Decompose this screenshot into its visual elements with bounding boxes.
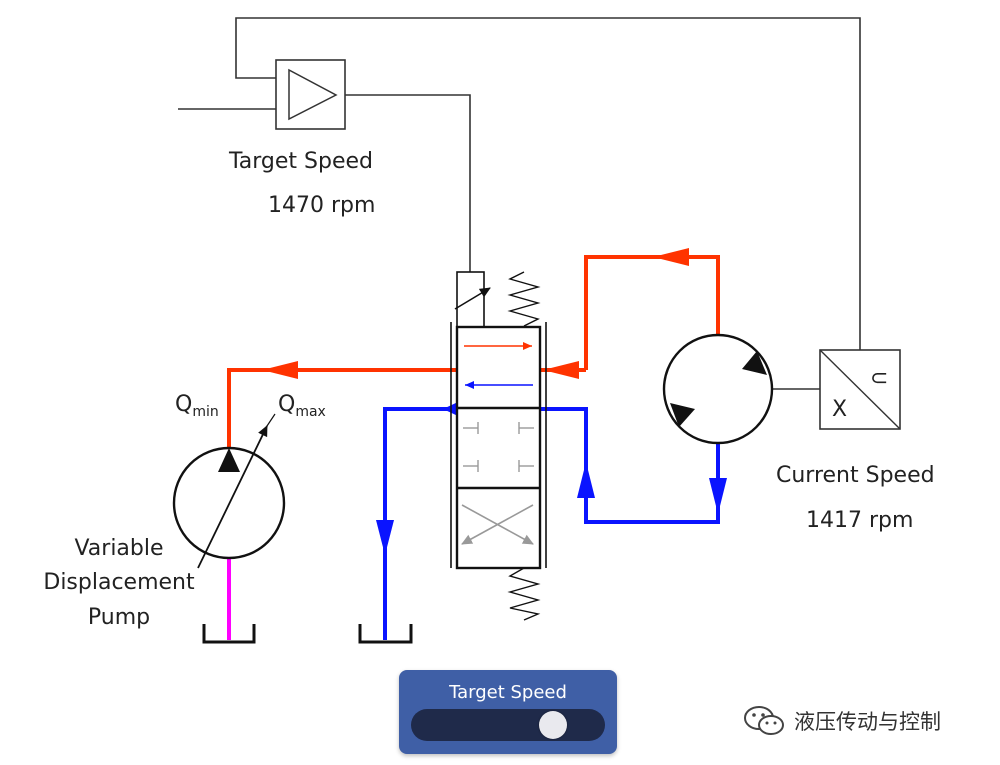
command-signal-line	[345, 94, 471, 272]
feedback-line	[235, 17, 861, 350]
pump-label-line2: Displacement	[43, 570, 195, 595]
hydraulic-motor	[662, 333, 774, 445]
motor-in-flow-arrow-icon	[653, 248, 689, 266]
proportional-valve	[450, 271, 547, 621]
motor-supply-line	[584, 255, 720, 370]
return-up-arrow-icon	[577, 462, 595, 498]
solenoid-variable-arrow-icon	[454, 287, 491, 310]
watermark-text: 液压传动与控制	[794, 710, 941, 734]
pump-variable-arrow-icon	[197, 425, 268, 569]
motor-out-arrow-icon	[709, 478, 727, 514]
target-speed-control-panel: Target Speed	[399, 670, 617, 754]
speed-sensor-block: ⊂ X	[819, 349, 901, 430]
tank-symbols	[202, 624, 413, 644]
slider-thumb[interactable]	[539, 711, 568, 739]
valve-out-flow-arrow-icon	[543, 361, 579, 379]
target-speed-label: Target Speed	[228, 149, 373, 174]
bottom-spring-icon	[507, 567, 541, 621]
current-speed-label: Current Speed	[776, 463, 935, 488]
q-max-label: Qmax	[278, 392, 326, 420]
top-spring-icon	[507, 271, 541, 327]
pump-direction-triangle-icon	[218, 448, 240, 472]
signal-lines	[178, 17, 861, 390]
current-speed-value: 1417 rpm	[806, 508, 913, 533]
return-tank-icon	[358, 624, 413, 644]
watermark: 液压传动与控制	[742, 704, 941, 738]
q-min-label: Qmin	[175, 392, 219, 420]
valve-pos3-cross-arrow-b	[461, 504, 534, 545]
wechat-icon	[744, 706, 784, 735]
motor-triangle-top-icon	[742, 351, 767, 375]
target-speed-value: 1470 rpm	[268, 193, 375, 218]
tank-flow-arrow-icon	[376, 520, 394, 555]
sensor-symbol-bottom: X	[832, 397, 847, 422]
tank-return-line	[383, 407, 458, 640]
return-flow-arrows	[376, 402, 727, 555]
target-speed-slider[interactable]	[411, 709, 605, 741]
return-lines	[383, 407, 720, 640]
sensor-symbol-top: ⊂	[870, 366, 888, 391]
amplifier-triangle-icon	[288, 68, 338, 121]
pump-tank-icon	[202, 624, 256, 644]
pump-outlet-line	[227, 368, 458, 448]
pump-label-line1: Variable	[74, 536, 163, 561]
amplifier-block	[275, 59, 346, 130]
pump-flow-arrow-icon	[262, 361, 298, 379]
pump-label-line3: Pump	[88, 605, 150, 630]
variable-displacement-pump	[172, 413, 286, 569]
valve-pos2-blocked	[463, 422, 534, 472]
motor-triangle-bottom-icon	[670, 403, 695, 427]
pressure-flow-arrows	[262, 248, 689, 379]
control-title: Target Speed	[449, 682, 567, 703]
